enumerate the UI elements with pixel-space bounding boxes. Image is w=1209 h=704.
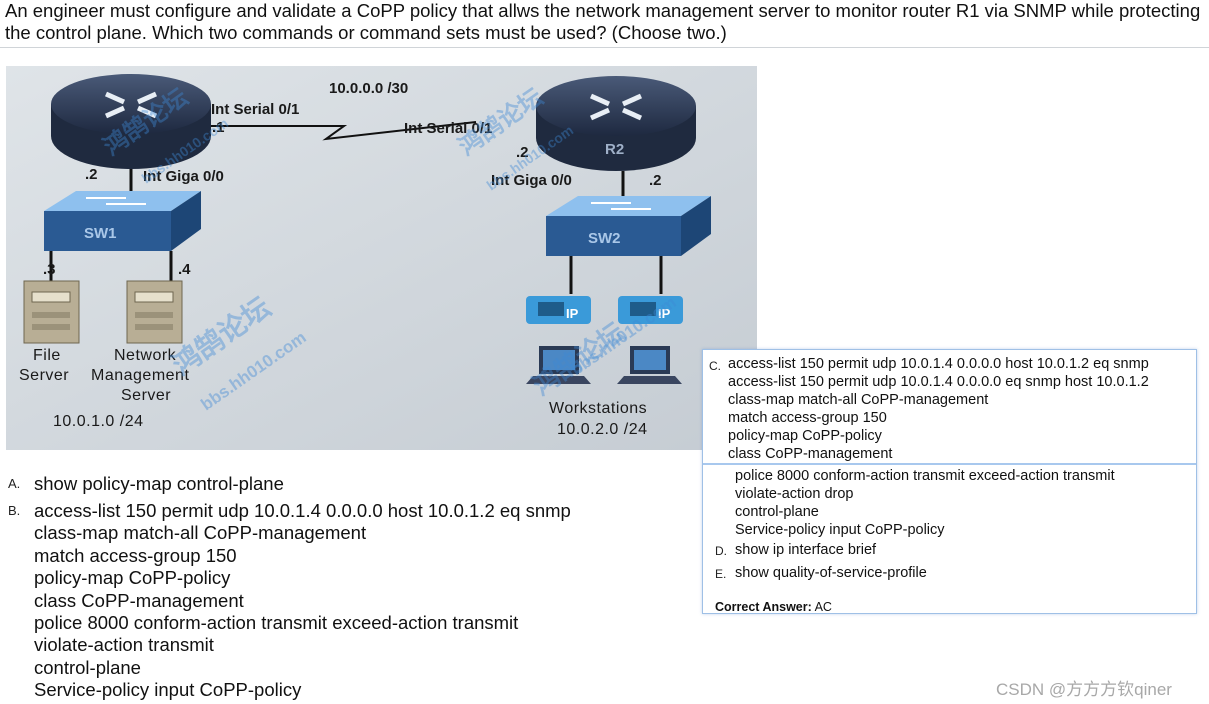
answer-label: Correct Answer: <box>715 600 812 614</box>
options-panel: C. access-list 150 permit udp 10.0.1.4 0… <box>702 349 1197 614</box>
svg-text:.2: .2 <box>649 172 662 189</box>
file-server-icon <box>23 280 80 344</box>
svg-text:Management: Management <box>91 367 189 384</box>
option-letter: A. <box>8 476 21 491</box>
svg-text:10.0.2.0 /24: 10.0.2.0 /24 <box>557 421 648 438</box>
ip-phone-icon: IP <box>526 296 591 324</box>
option-line: class-map match-all CoPP-management <box>728 392 989 408</box>
svg-text:10.0.0.0 /30: 10.0.0.0 /30 <box>329 80 408 97</box>
workstation-icon <box>526 346 591 384</box>
svg-text:Workstations: Workstations <box>549 400 647 417</box>
option-line: class CoPP-management <box>728 446 893 462</box>
option-line: Service-policy input CoPP-policy <box>735 522 945 538</box>
svg-text:Network: Network <box>114 347 177 364</box>
router-r2-icon <box>536 76 696 171</box>
option-line: Service-policy input CoPP-policy <box>34 679 302 701</box>
svg-text:.3: .3 <box>43 261 56 278</box>
option-line: class CoPP-management <box>34 589 244 611</box>
svg-text:File: File <box>33 347 61 364</box>
option-text: show ip interface brief <box>735 542 877 558</box>
option-letter: C. <box>709 359 721 373</box>
svg-text:Int Giga 0/0: Int Giga 0/0 <box>143 168 224 185</box>
option-letter: E. <box>715 567 727 581</box>
workstation-icon <box>617 346 682 384</box>
option-c-continued: police 8000 conform-action transmit exce… <box>735 467 1115 539</box>
option-line: access-list 150 permit udp 10.0.1.4 0.0.… <box>728 356 1149 372</box>
svg-text:Int Giga 0/0: Int Giga 0/0 <box>491 172 572 189</box>
option-line: match access-group 150 <box>34 544 237 566</box>
answer-value: AC <box>814 600 832 614</box>
option-line: match access-group 150 <box>728 410 887 426</box>
svg-text:Int Serial 0/1: Int Serial 0/1 <box>404 120 492 137</box>
option-line: policy-map CoPP-policy <box>34 567 231 589</box>
correct-answer: Correct Answer: AC <box>715 600 832 614</box>
svg-text:.4: .4 <box>178 261 191 278</box>
ip-phone-icon: IP <box>618 296 683 324</box>
network-topology-diagram: IP IP 10.0.0.0 /30 Int Serial 0/1 .1 Int… <box>6 66 757 450</box>
nms-server-icon <box>126 280 183 344</box>
switch-sw2-icon <box>546 196 711 256</box>
option-letter: D. <box>715 544 727 558</box>
option-letter: B. <box>8 503 21 518</box>
svg-text:Int Serial 0/1: Int Serial 0/1 <box>211 101 299 118</box>
option-text: show quality-of-service-profile <box>735 565 927 581</box>
option-line: class-map match-all CoPP-management <box>34 522 367 544</box>
svg-text:Server: Server <box>19 367 69 384</box>
svg-text:IP: IP <box>566 306 579 321</box>
switch-sw1-icon <box>44 191 201 251</box>
csdn-credit: CSDN @方方方钦qiner <box>996 680 1172 699</box>
option-line: control-plane <box>735 504 819 520</box>
svg-text:SW2: SW2 <box>588 230 621 247</box>
option-line: police 8000 conform-action transmit exce… <box>735 468 1115 484</box>
serial-link <box>206 121 477 141</box>
option-line: police 8000 conform-action transmit exce… <box>34 612 519 634</box>
option-line: access-list 150 permit udp 10.0.1.4 0.0.… <box>34 500 571 521</box>
svg-text:R2: R2 <box>605 141 624 158</box>
option-line: violate-action drop <box>735 486 854 502</box>
question-text: An engineer must configure and validate … <box>5 0 1201 43</box>
option-line: violate-action transmit <box>34 634 214 656</box>
option-line: control-plane <box>34 656 141 678</box>
svg-text:SW1: SW1 <box>84 225 117 242</box>
svg-text:IP: IP <box>658 306 671 321</box>
option-lines: access-list 150 permit udp 10.0.1.4 0.0.… <box>34 500 571 702</box>
option-lines: access-list 150 permit udp 10.0.1.4 0.0.… <box>728 355 1149 463</box>
option-line: access-list 150 permit udp 10.0.1.4 0.0.… <box>728 374 1149 390</box>
router-r1-icon <box>51 74 211 169</box>
panel-divider <box>703 463 1196 465</box>
option-line: policy-map CoPP-policy <box>728 428 882 444</box>
svg-text:.1: .1 <box>212 119 225 136</box>
svg-text:.2: .2 <box>85 166 98 183</box>
svg-text:10.0.1.0 /24: 10.0.1.0 /24 <box>53 413 144 430</box>
option-text: show policy-map control-plane <box>34 473 284 494</box>
svg-text:.2: .2 <box>516 144 529 161</box>
divider <box>0 47 1209 48</box>
svg-text:Server: Server <box>121 387 171 404</box>
